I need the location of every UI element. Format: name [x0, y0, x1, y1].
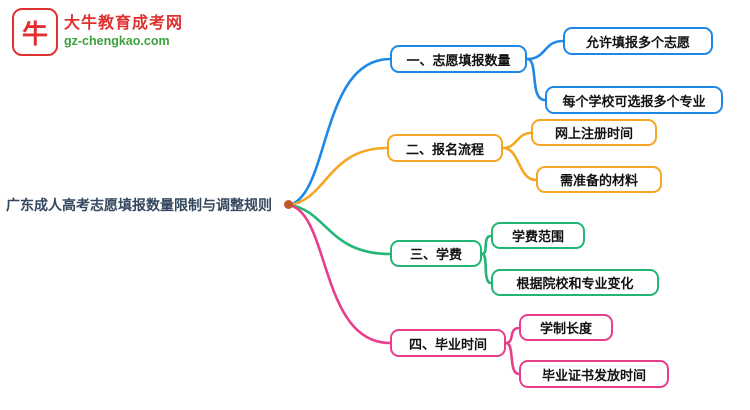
- site-logo[interactable]: 牛 大牛教育成考网 gz-chengkao.com: [12, 8, 183, 56]
- leaf-node-2-2: 需准备的材料: [536, 166, 662, 193]
- leaf-node-1-2: 每个学校可选报多个专业: [545, 86, 723, 114]
- branch-node-2: 二、报名流程: [387, 134, 503, 162]
- logo-url: gz-chengkao.com: [64, 34, 170, 49]
- connector-branch4-leaf2: [504, 341, 521, 376]
- branch-node-4: 四、毕业时间: [390, 329, 506, 357]
- connector-branch3-leaf1: [480, 234, 493, 256]
- connector-branch1-leaf2: [525, 57, 547, 102]
- branch-node-3: 三、学费: [390, 240, 482, 267]
- leaf-node-4-2: 毕业证书发放时间: [519, 360, 669, 388]
- leaf-node-3-1: 学费范围: [491, 222, 585, 249]
- connector-branch3-leaf2: [480, 252, 493, 285]
- logo-title: 大牛教育成考网: [64, 15, 184, 33]
- root-topic: 广东成人高考志愿填报数量限制与调整规则: [6, 197, 272, 213]
- connector-branch2-leaf1: [501, 131, 533, 150]
- leaf-node-3-2: 根据院校和专业变化: [491, 269, 659, 296]
- connector-branch2-leaf2: [501, 146, 538, 182]
- connector-root-branch4: [287, 203, 392, 345]
- logo-texts: 大牛教育成考网 gz-chengkao.com: [64, 14, 183, 50]
- connector-root-branch3: [287, 203, 392, 256]
- connector-root-branch2: [287, 146, 389, 207]
- connector-branch1-leaf1: [525, 39, 565, 61]
- leaf-node-1-1: 允许填报多个志愿: [563, 27, 713, 55]
- leaf-node-2-1: 网上注册时间: [531, 119, 657, 146]
- connector-branch4-leaf1: [504, 326, 521, 345]
- connector-root-branch1: [287, 57, 392, 207]
- branch-node-1: 一、志愿填报数量: [390, 45, 527, 73]
- leaf-node-4-1: 学制长度: [519, 314, 613, 341]
- root-anchor-dot: [284, 200, 293, 209]
- logo-bull-icon: 牛: [12, 8, 58, 56]
